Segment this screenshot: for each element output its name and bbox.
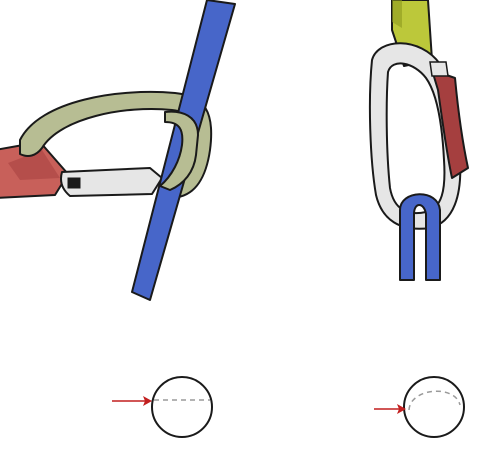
left-load-arrow-head: [143, 396, 152, 406]
circle-cross-section-curved-load-icon: [403, 376, 465, 438]
right-load-arrow-head: [397, 404, 406, 414]
lime-sling-fold: [392, 0, 402, 28]
maroon-gate: [431, 69, 469, 179]
red-sling-fold: [8, 150, 60, 180]
right-illustration: [368, 0, 469, 281]
olive-carabiner-front: [159, 110, 199, 191]
gate-hinge: [429, 61, 449, 77]
right-cross-section: [374, 376, 465, 438]
circle-cross-section-flat-load-icon: [151, 376, 213, 438]
left-illustration: [0, 0, 236, 301]
silver-gate: [60, 167, 163, 197]
left-cross-section: [112, 376, 213, 438]
blue-rope-right-back: [399, 193, 441, 281]
gate-spring-slot: [67, 177, 81, 189]
